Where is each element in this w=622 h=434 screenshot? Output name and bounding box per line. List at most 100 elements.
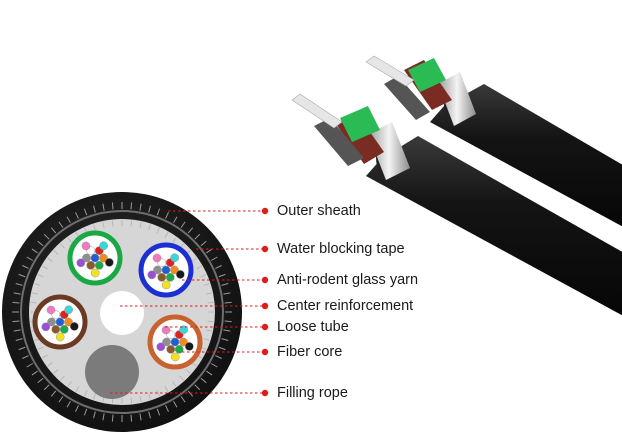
fiber-core-strand: [153, 265, 162, 275]
glass-yarn-tick: [111, 414, 114, 422]
inner-fill-tick: [156, 390, 160, 397]
loose-tube-brown: [32, 294, 88, 350]
inner-fill-tick: [207, 320, 214, 323]
cable-side-view: [291, 55, 622, 316]
glass-yarn-tick: [187, 227, 194, 234]
glass-yarn-tick: [180, 221, 186, 228]
glass-yarn-tick: [221, 338, 229, 341]
inner-fill-tick: [130, 397, 133, 404]
fiber-core-strand: [94, 261, 104, 270]
fiber-core-strand: [161, 265, 171, 275]
inner-fill-tick: [191, 257, 197, 262]
cross-section: [2, 192, 242, 432]
fiber-core-strand: [76, 258, 86, 268]
glass-yarn-tick: [66, 216, 71, 224]
glass-yarn-tick: [31, 248, 38, 254]
inner-fill-tick: [203, 338, 210, 341]
glass-yarn-tick: [43, 233, 50, 240]
fiber-core-strand: [175, 270, 185, 279]
glass-yarn-tick: [180, 396, 186, 403]
glass-yarn-tick: [210, 363, 218, 368]
glass-yarn-tick: [37, 240, 44, 247]
fiber-core-strand: [64, 305, 73, 315]
inner-fill-tick: [53, 250, 59, 255]
glass-yarn-tick: [93, 205, 96, 213]
glass-yarn-tick: [26, 256, 34, 261]
inner-fill-tick: [172, 237, 177, 243]
glass-yarn-tick: [194, 384, 201, 391]
inner-fill-tick: [156, 227, 160, 234]
glass-yarn-tick: [18, 346, 26, 351]
glass-yarn-tick: [22, 265, 29, 269]
inner-fill-tick: [111, 220, 114, 227]
glass-yarn-tick: [130, 202, 133, 210]
inner-fill-tick: [200, 274, 207, 278]
fiber-core-strand: [174, 345, 184, 354]
fiber-core-strand: [59, 325, 69, 334]
glass-yarn-tick: [18, 273, 26, 278]
glass-yarn-tick: [75, 212, 79, 219]
inner-fill-tick: [93, 224, 96, 231]
fiber-core-strand: [47, 317, 56, 327]
glass-yarn-tick: [15, 338, 23, 341]
glass-yarn-tick: [26, 363, 34, 368]
inner-fill-tick: [37, 346, 44, 350]
fiber-core-strand: [162, 337, 171, 347]
label-water-blocking-tape: Water blocking tape: [277, 241, 405, 257]
fiber-core-strand: [90, 253, 100, 263]
inner-fill-tick: [34, 283, 41, 286]
label-center-reinforcement: Center reinforcement: [277, 298, 414, 314]
fiber-core-strand: [179, 337, 188, 347]
fiber-core-strand: [64, 317, 73, 327]
inner-fill-tick: [148, 224, 151, 231]
inner-fill-tick: [206, 329, 213, 332]
glass-yarn-tick: [194, 233, 201, 240]
fiber-core-strand: [170, 265, 179, 275]
inner-fill-tick: [53, 369, 59, 374]
label-loose-tube: Loose tube: [277, 319, 349, 335]
inner-fill-tick: [60, 243, 65, 249]
glass-yarn-tick: [139, 203, 142, 211]
fiber-core-strand: [51, 325, 61, 334]
glass-yarn-tick: [15, 283, 23, 286]
glass-yarn-tick: [13, 292, 21, 295]
glass-yarn-tick: [37, 377, 44, 384]
glass-yarn-tick: [187, 390, 194, 397]
glass-yarn-tick: [148, 411, 151, 419]
glass-yarn-tick: [215, 265, 222, 269]
label-outer-sheath: Outer sheath: [277, 203, 361, 219]
glass-yarn-tick: [83, 408, 88, 416]
glass-yarn-tick: [93, 411, 96, 419]
inner-fill-tick: [60, 375, 65, 381]
inner-fill-tick: [164, 232, 169, 238]
glass-yarn-tick: [215, 355, 222, 359]
inner-fill-tick: [47, 362, 53, 367]
fiber-core-strand: [86, 261, 96, 270]
label-fiber-core: Fiber core: [277, 344, 343, 360]
glass-yarn-tick: [102, 203, 105, 211]
fiber-core-strand: [90, 268, 100, 278]
inner-fill-tick: [84, 390, 88, 397]
leader-lines: [110, 210, 262, 394]
glass-yarn-tick: [223, 292, 231, 295]
inner-fill-tick: [42, 265, 48, 270]
glass-yarn-tick: [31, 370, 38, 376]
glass-yarn-tick: [58, 396, 64, 403]
fiber-core-strand: [69, 322, 79, 331]
water-blocking-tape-ring: [20, 210, 224, 414]
fiber-core-strand: [55, 317, 65, 327]
glass-yarn-tick: [200, 240, 207, 247]
fiber-core-strand: [99, 241, 108, 251]
glass-yarn-tick: [156, 408, 161, 416]
inner-fill-tick: [164, 386, 169, 392]
inner-fill-tick: [31, 292, 38, 295]
glass-yarn-tick: [206, 370, 213, 376]
glass-yarn-tick: [224, 301, 232, 304]
fiber-core-strand: [165, 273, 175, 282]
fiber-core-strand: [170, 352, 180, 362]
fiber-core-strand: [81, 241, 91, 251]
fiber-core-strand: [147, 270, 157, 280]
glass-yarn-tick: [173, 216, 178, 224]
upper-cable: [365, 55, 622, 227]
anti-rodent-glass-yarn-ticks: [12, 202, 232, 422]
